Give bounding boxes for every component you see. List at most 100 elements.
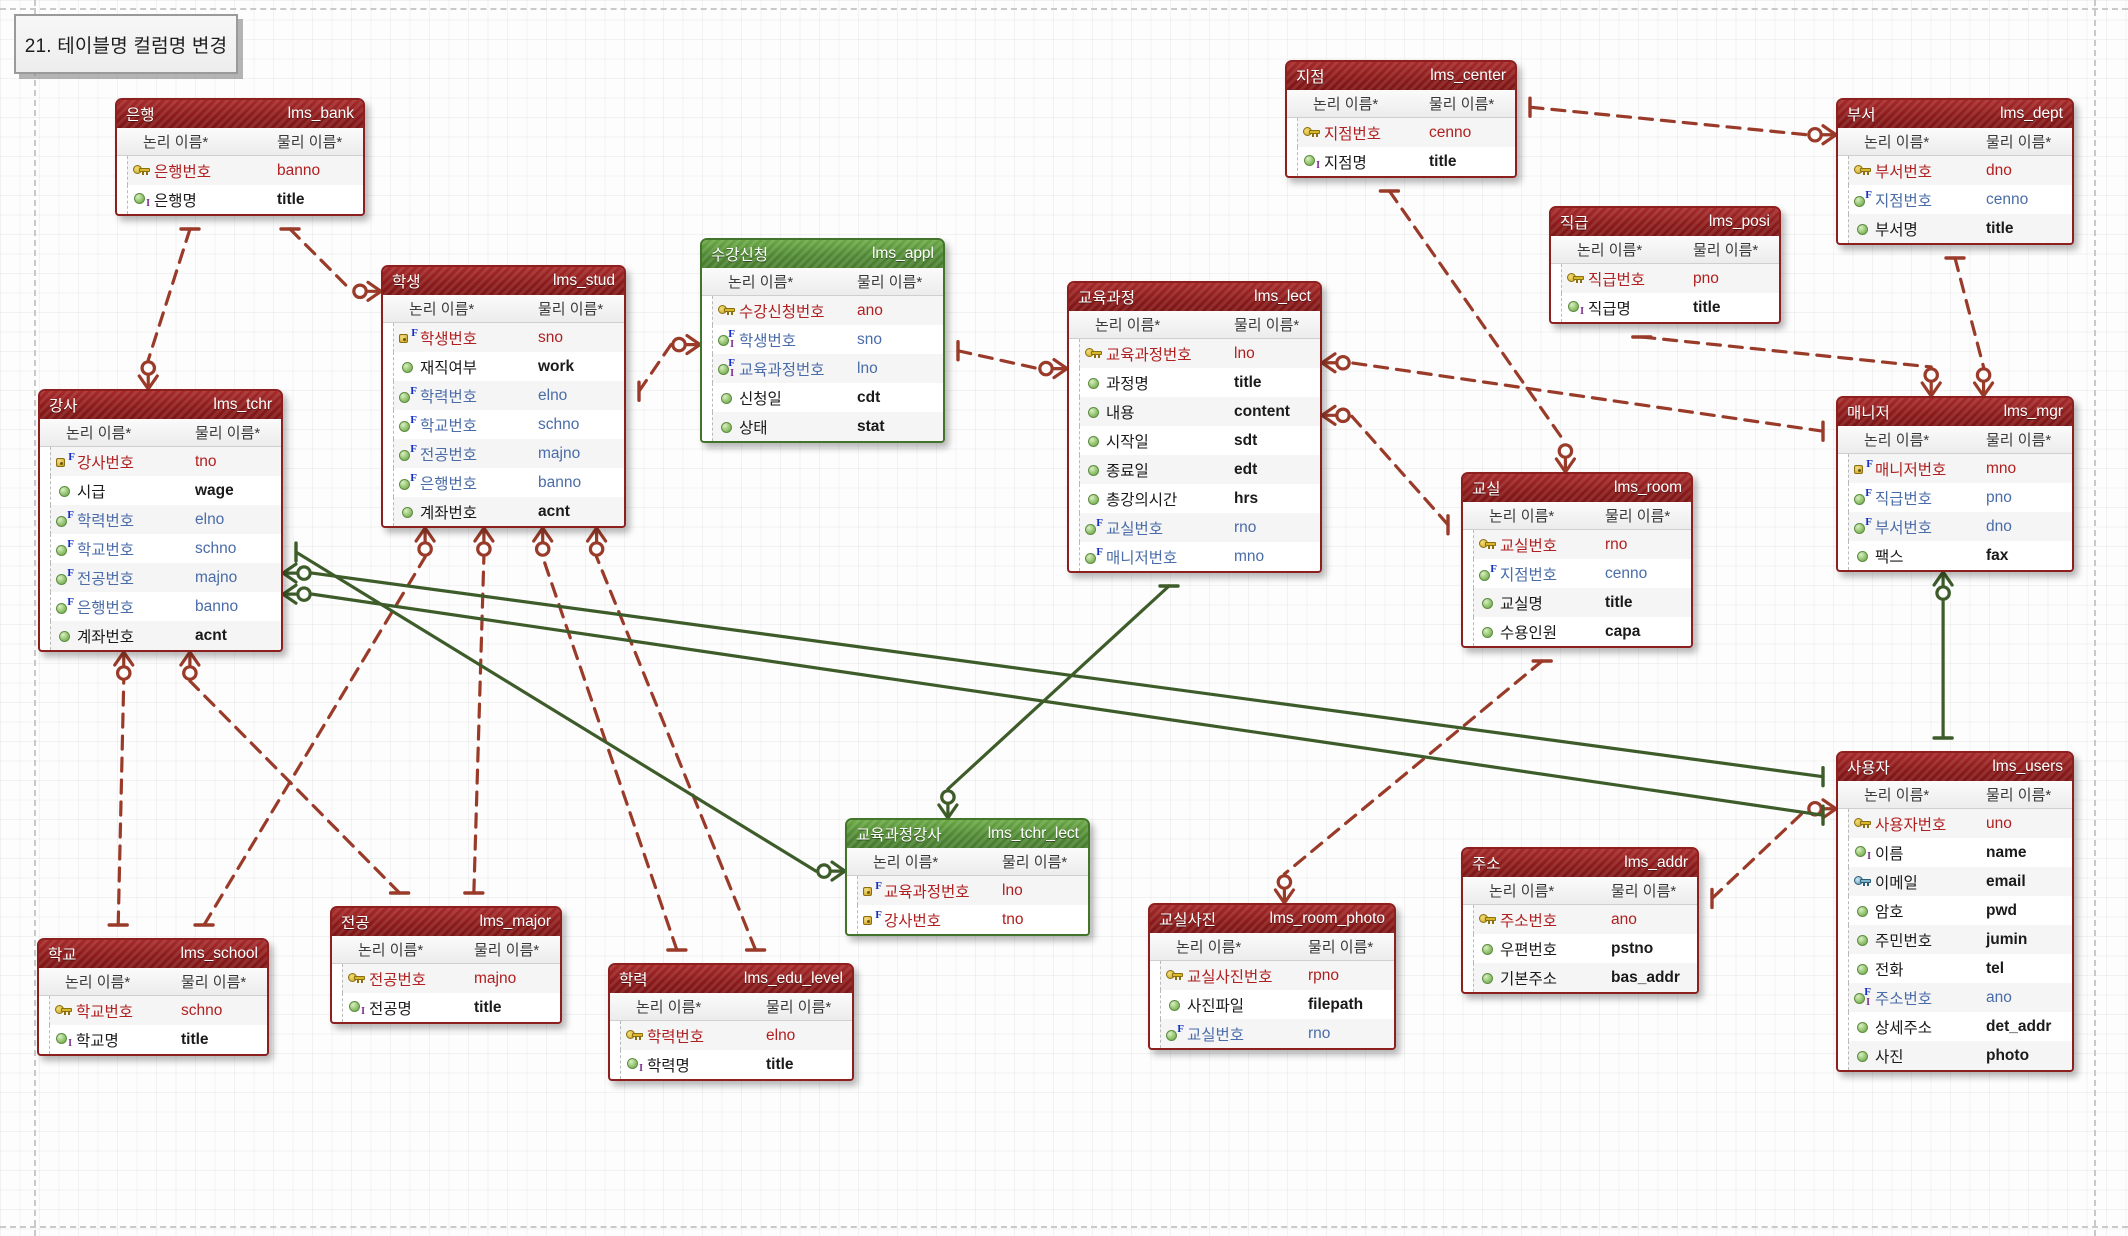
note-box[interactable]: 21. 테이블명 컬럼명 변경	[14, 14, 238, 74]
